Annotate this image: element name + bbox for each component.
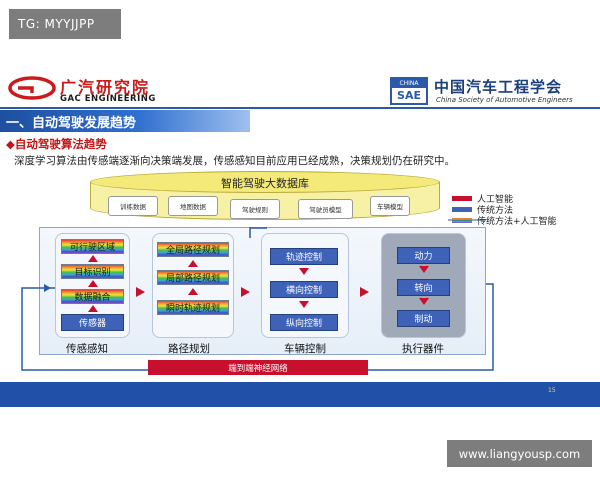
watermark-bottom: www.liangyousp.com [447, 440, 592, 467]
db-item: 车辆模型 [370, 196, 410, 216]
block-power: 动力 [397, 247, 450, 264]
arrow-right-icon [136, 287, 145, 297]
arrow-up-icon [188, 288, 198, 295]
arrow-up-icon [88, 280, 98, 287]
legend-item: 传统方法 [452, 203, 513, 216]
gac-logo-cn: 广汽研究院 [60, 78, 151, 97]
db-item: 驾驶员模型 [298, 199, 353, 219]
arrow-down-icon [299, 301, 309, 308]
arrow-up-icon [88, 305, 98, 312]
sae-badge-main: SAE [397, 89, 421, 102]
gac-logo-mark [8, 76, 56, 100]
legend-label: 人工智能 [477, 195, 514, 205]
sae-logo-en: China Society of Automotive Engineers [436, 96, 573, 104]
body-text: 深度学习算法由传感端逐渐向决策端发展，传感感知目前应用已经成熟，决策规划仍在研究… [14, 155, 455, 167]
block-object-recognition: 目标识别 [61, 264, 124, 279]
arrow-right-icon [360, 287, 369, 297]
block-lateral-control: 横向控制 [270, 281, 338, 298]
legend-item: 人工智能 [452, 192, 513, 205]
legend-swatch [452, 196, 472, 201]
block-trajectory-control: 轨迹控制 [270, 248, 338, 265]
control-label: 车辆控制 [284, 343, 326, 355]
watermark-top: TG: MYYJJPP [9, 9, 121, 39]
arrow-right-icon [44, 284, 51, 292]
block-longitudinal-control: 纵向控制 [270, 314, 338, 331]
block-brake: 制动 [397, 310, 450, 327]
block-drivable-area: 可行驶区域 [61, 239, 124, 254]
block-steering: 转向 [397, 279, 450, 296]
page-number: 15 [548, 387, 556, 394]
planning-label: 路径规划 [168, 343, 210, 355]
block-local-path: 局部路径规划 [157, 270, 229, 285]
legend-label: 传统方法+人工智能 [477, 217, 557, 227]
feedback-connectors [21, 219, 494, 371]
database-top [90, 171, 440, 193]
arrow-up-icon [188, 260, 198, 267]
sae-logo-badge: CHINA SAE [390, 77, 428, 105]
sub-title: ◆自动驾驶算法趋势 [6, 137, 107, 151]
db-item: 地图数据 [168, 196, 218, 216]
actuator-label: 执行器件 [402, 343, 444, 355]
block-instant-trajectory: 瞬时轨迹规划 [157, 300, 229, 315]
database-title: 智能驾驶大数据库 [221, 177, 309, 190]
end-to-end-bar: 端到端神经网络 [148, 360, 368, 375]
arrow-down-icon [299, 268, 309, 275]
legend-swatch [452, 207, 472, 212]
block-data-fusion: 数据融合 [61, 289, 124, 304]
footer-bar [0, 382, 600, 407]
arrow-down-icon [419, 266, 429, 273]
sae-logo-cn: 中国汽车工程学会 [434, 78, 563, 96]
arrow-down-icon [419, 298, 429, 305]
sae-badge-top: CHINA [392, 79, 426, 88]
section-title: 一、自动驾驶发展趋势 [0, 110, 250, 132]
block-global-path: 全局路径规划 [157, 242, 229, 257]
slide: 广汽研究院 GAC ENGINEERING CHINA SAE 中国汽车工程学会… [0, 70, 600, 408]
header-divider [0, 107, 600, 109]
arrow-right-icon [241, 287, 250, 297]
db-item: 驾驶规则 [230, 199, 280, 219]
gac-logo-en: GAC ENGINEERING [60, 94, 156, 104]
arrow-up-icon [88, 255, 98, 262]
block-sensor: 传感器 [61, 314, 124, 331]
legend-label: 传统方法 [477, 206, 514, 216]
db-item: 训练数据 [108, 196, 158, 216]
perception-label: 传感感知 [66, 343, 108, 355]
